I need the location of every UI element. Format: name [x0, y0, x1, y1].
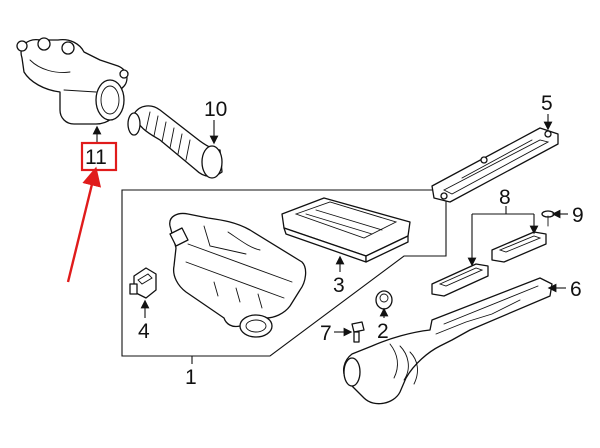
part-4-clip[interactable]	[129, 267, 157, 299]
part-5-duct-cover[interactable]	[431, 127, 559, 203]
part-1-air-cleaner-housing[interactable]	[169, 212, 307, 338]
callout-4: 4	[138, 320, 150, 343]
callout-3: 3	[333, 274, 345, 297]
part-10-intake-hose[interactable]	[127, 105, 223, 179]
callout-9: 9	[572, 204, 584, 227]
callout-6: 6	[570, 278, 582, 301]
part-9-push-pin[interactable]	[541, 210, 555, 227]
part-11-air-meter-housing[interactable]	[16, 37, 129, 125]
callout-8: 8	[499, 186, 511, 209]
part-7-bolt[interactable]	[351, 321, 365, 343]
part-8-seal-left[interactable]	[431, 263, 489, 297]
part-2-grommet[interactable]	[375, 290, 393, 310]
callout-5: 5	[541, 92, 553, 115]
part-8-seal-right[interactable]	[491, 231, 547, 263]
part-6-outlet-duct[interactable]	[342, 277, 553, 405]
callout-7: 7	[320, 322, 332, 345]
callout-11: 11	[85, 146, 107, 169]
highlight-arrow	[66, 166, 102, 283]
part-3-air-filter[interactable]	[281, 197, 411, 263]
callout-1: 1	[185, 366, 197, 389]
callout-2: 2	[377, 320, 389, 343]
callout-10: 10	[204, 98, 227, 121]
